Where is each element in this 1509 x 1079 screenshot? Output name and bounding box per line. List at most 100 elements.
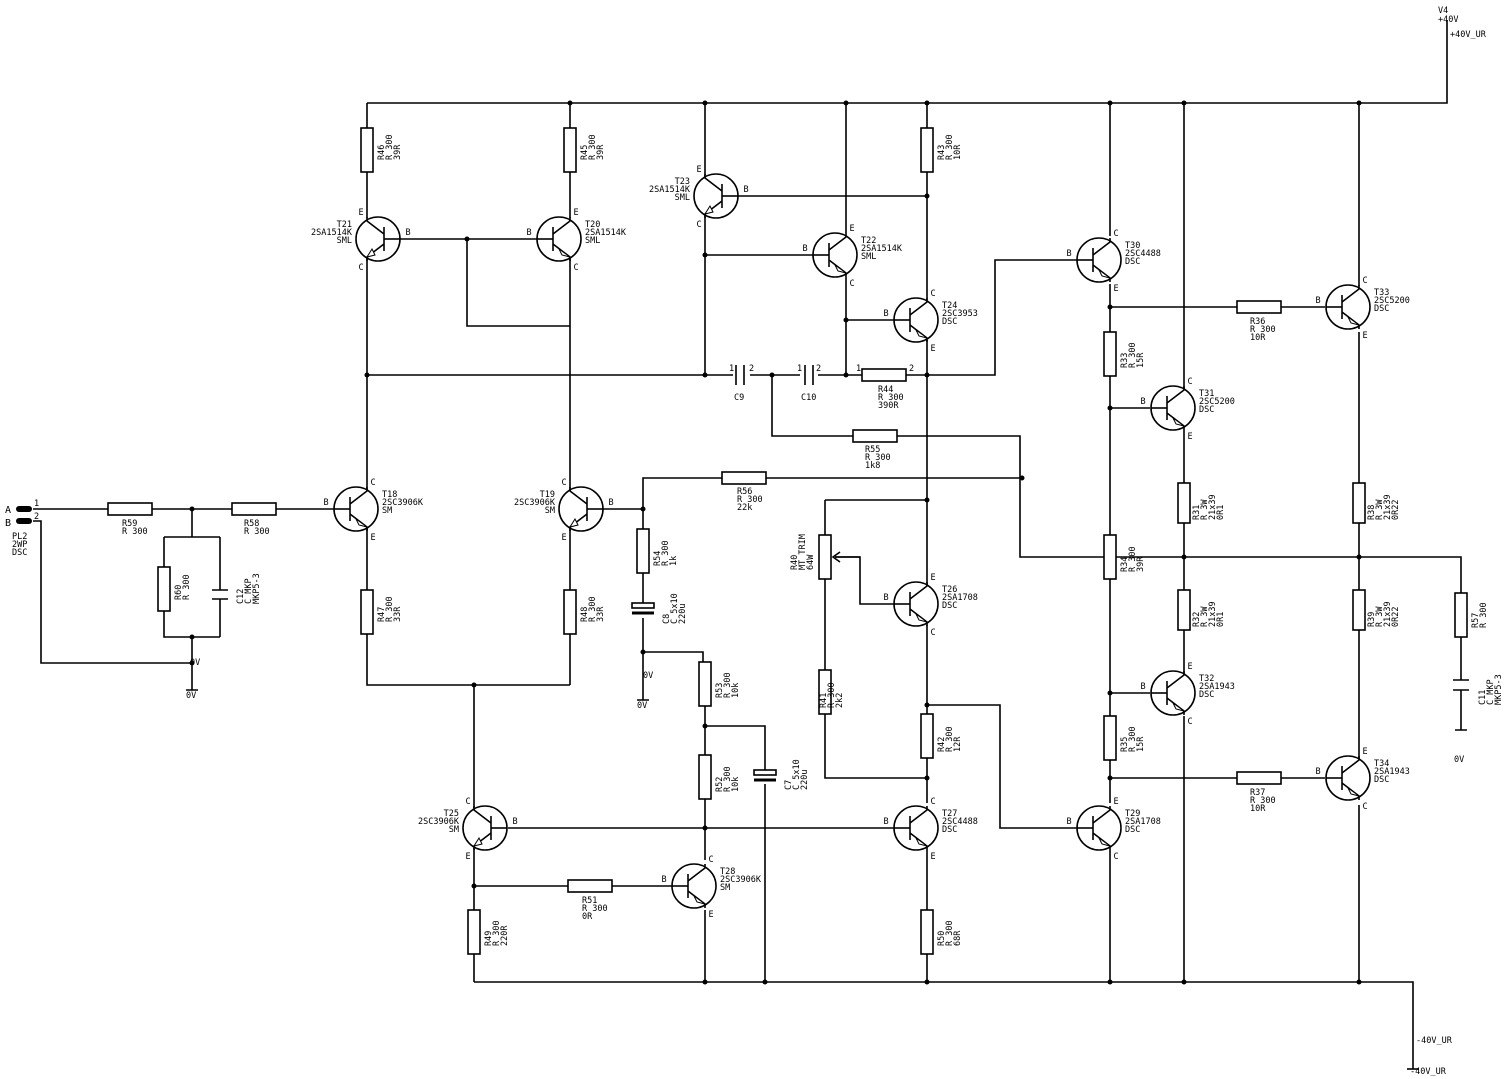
c7-type: C 5x10 — [792, 759, 802, 790]
transistor-pin-top: E — [358, 208, 363, 218]
transistor-pin-bottom: E — [370, 533, 375, 543]
transistor-lead-top — [1092, 806, 1111, 824]
gnd-label: 0V — [186, 691, 196, 701]
transistor-pin-top: C — [465, 797, 470, 807]
transistor-t27-part: 2SC4488 — [942, 817, 978, 827]
pin1: 1 — [34, 499, 39, 509]
r50-type: R 300 — [945, 920, 955, 946]
transistor-pin-bottom: C — [1187, 717, 1192, 727]
resistor-r33 — [1103, 331, 1117, 377]
transistor-t34-pkg: DSC — [1374, 775, 1389, 785]
r52-type: R 300 — [723, 766, 733, 792]
r47-ref: R47 — [377, 607, 387, 622]
r36-ref: R36 — [1250, 317, 1265, 327]
transistor-t28-part: 2SC3906K — [720, 875, 762, 885]
c11-type: C MKP — [1486, 679, 1496, 705]
r34-value: 39R — [1136, 556, 1146, 572]
r55-ref: R55 — [865, 445, 880, 455]
transistor-t29-pkg: DSC — [1125, 825, 1140, 835]
c7-ref: C7 — [784, 780, 794, 790]
transistor-lead-top — [909, 806, 928, 824]
resistor-r58 — [231, 502, 277, 516]
r44-pin2: 2 — [909, 364, 914, 374]
transistor-arrow — [1172, 702, 1185, 712]
transistor-t26-ref: T26 — [942, 585, 957, 595]
resistor-r38 — [1352, 482, 1366, 524]
transistor-t23-part: 2SA1514K — [649, 185, 691, 195]
transistor-pin-b: B — [1066, 249, 1071, 259]
transistor-t24-part: 2SC3953 — [942, 309, 978, 319]
resistor-r39 — [1352, 589, 1366, 631]
transistor-arrow — [1347, 316, 1360, 326]
r53-value: 10k — [731, 683, 741, 698]
transistor-pin-bottom: C — [1362, 802, 1367, 812]
r37-ref: R37 — [1250, 788, 1265, 798]
transistor-t34-part: 2SA1943 — [1374, 767, 1410, 777]
transistor-arrow — [365, 247, 376, 258]
r56-value: 22k — [737, 503, 752, 513]
r35-value: 15R — [1136, 736, 1146, 752]
r53-ref: R53 — [715, 683, 725, 698]
transistor-t30-part: 2SC4488 — [1125, 249, 1161, 259]
r42-type: R 300 — [945, 726, 955, 752]
r42-ref: R42 — [937, 737, 947, 752]
transistor-arrow — [1098, 837, 1111, 847]
junctions — [189, 100, 1362, 985]
neg-rail-label: -40V_UR — [1416, 1036, 1453, 1046]
r48-type: R 300 — [588, 596, 598, 622]
transistor-t19-part: 2SC3906K — [514, 498, 556, 508]
transistor-symbols: T212SA1514KSMLBECT202SA1514KSMLBECT232SA… — [311, 165, 1410, 920]
r38-ref: R38 — [1367, 505, 1377, 520]
transistor-pin-b: B — [1140, 682, 1145, 692]
transistor-t31-part: 2SC5200 — [1199, 397, 1235, 407]
transistor-pin-bottom: E — [930, 344, 935, 354]
r59-ref: R59 — [122, 519, 137, 529]
transistor-pin-top: C — [1113, 229, 1118, 239]
resistor-r37 — [1236, 771, 1282, 785]
r31-pkg: 21x39 — [1208, 494, 1218, 520]
transistor-t25-pkg: SM — [449, 825, 459, 835]
transistor-pin-bottom: C — [696, 220, 701, 230]
transistor-pin-top: E — [573, 208, 578, 218]
transistor-pin-b: B — [323, 498, 328, 508]
transistor-lead-top — [349, 487, 368, 505]
r38-value: 0R22 — [1391, 500, 1401, 520]
r41-type: R 300 — [827, 682, 837, 708]
r57-ref: R57 — [1471, 613, 1481, 628]
transistor-pin-bottom: C — [573, 263, 578, 273]
transistor-t19-pkg: SM — [545, 506, 555, 516]
r41-ref: R41 — [819, 693, 829, 708]
transistor-pin-bottom: E — [1187, 432, 1192, 442]
c11-pkg: MKP5-3 — [1494, 674, 1504, 705]
r54-ref: R54 — [653, 551, 663, 566]
transistor-t24-pkg: DSC — [942, 317, 957, 327]
transistor-pin-bottom: E — [1362, 331, 1367, 341]
r39-value: 0R22 — [1391, 607, 1401, 627]
transistor-arrow — [703, 204, 714, 215]
transistor-t28-ref: T28 — [720, 867, 735, 877]
c12-type: C MKP — [244, 578, 254, 604]
transistor-t30-ref: T30 — [1125, 241, 1140, 251]
r38-pkg: 21x39 — [1383, 494, 1393, 520]
transistor-pin-top: E — [930, 573, 935, 583]
transistor-t18-pkg: SM — [382, 506, 392, 516]
transistor-t26-pkg: DSC — [942, 601, 957, 611]
transistor-t28-pkg: SM — [720, 883, 730, 893]
transistor-t18-part: 2SC3906K — [382, 498, 424, 508]
transistor-lead-top — [569, 487, 588, 505]
transistor-t19-ref: T19 — [540, 490, 555, 500]
resistor-r34 — [1103, 534, 1117, 580]
r47-type: R 300 — [385, 596, 395, 622]
transistor-pin-bottom: E — [561, 533, 566, 543]
transistor-arrow — [558, 248, 571, 258]
r34-ref: R34 — [1120, 557, 1130, 572]
r52-value: 10k — [731, 777, 741, 792]
